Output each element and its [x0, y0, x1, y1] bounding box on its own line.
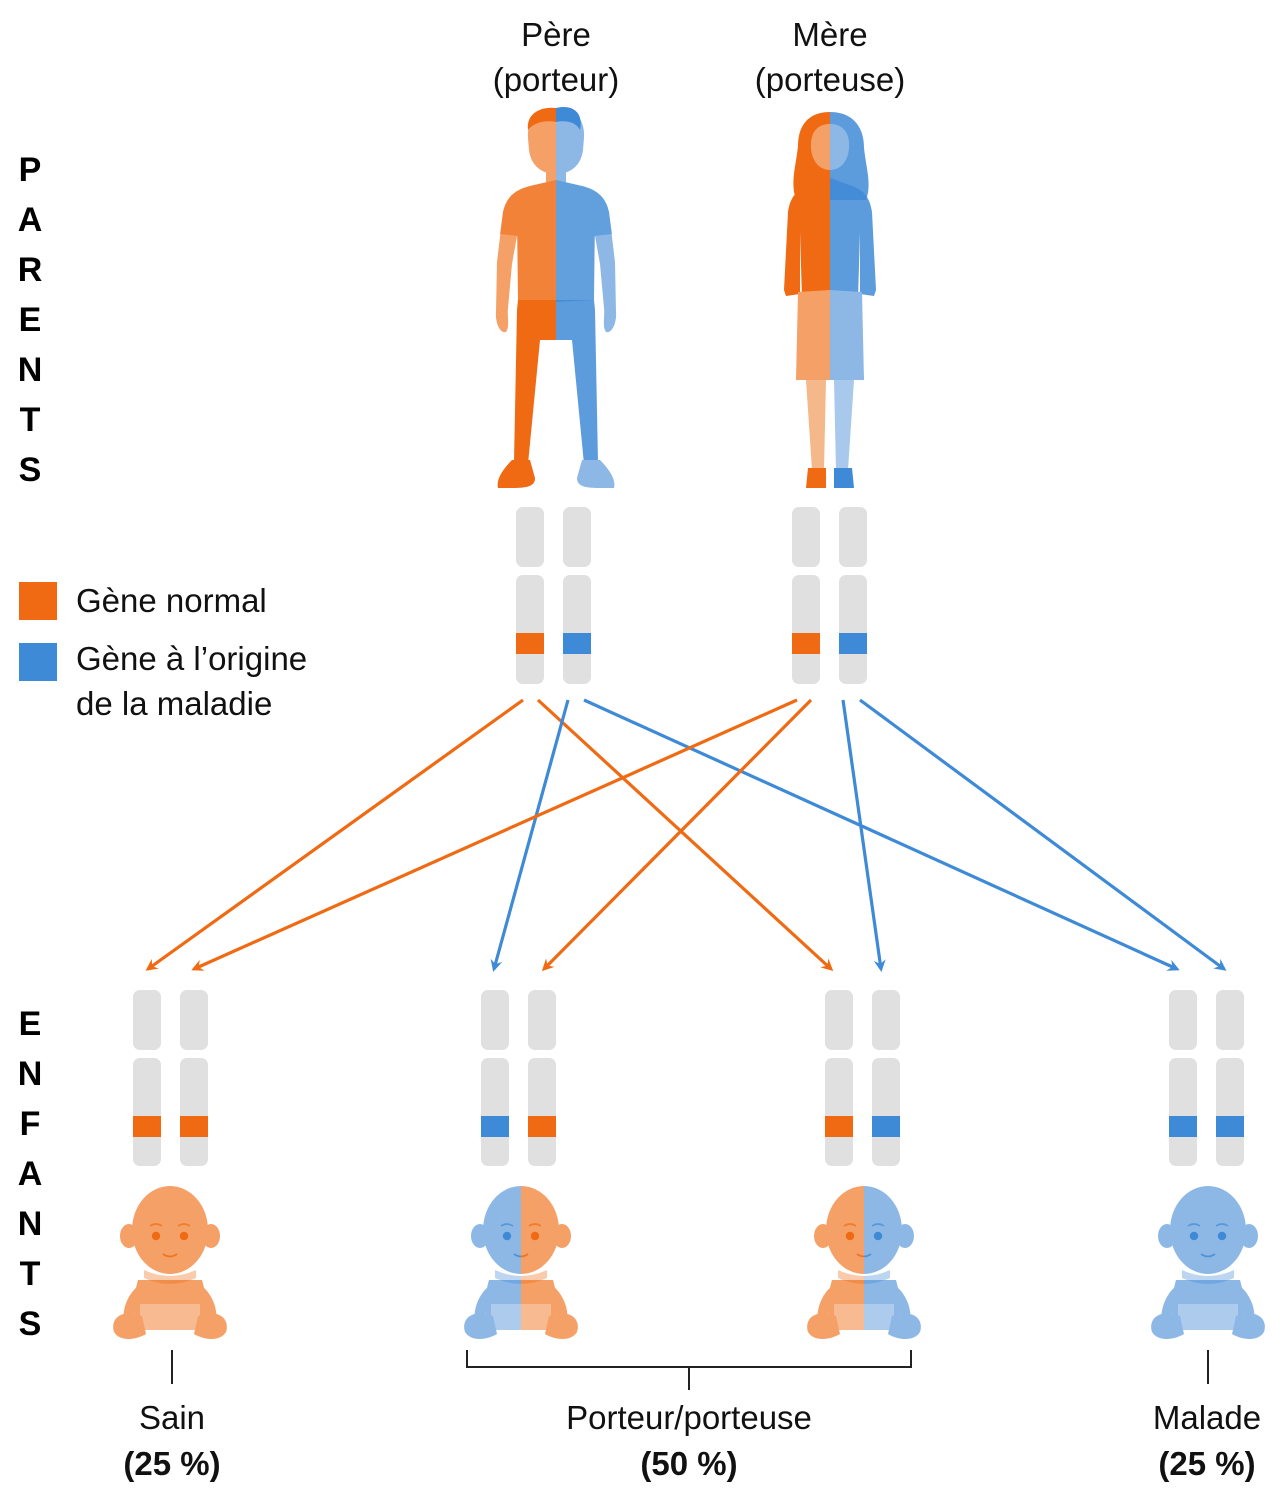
- legend-disease-swatch: [19, 643, 57, 681]
- parents-letter: A: [18, 201, 43, 239]
- carrier-bracket: [466, 1350, 912, 1390]
- baby-carrier-b-icon: [807, 1186, 921, 1339]
- parents-letter: T: [20, 401, 41, 439]
- sick-percent: (25 %): [1158, 1445, 1255, 1482]
- baby-healthy-icon: [113, 1186, 227, 1339]
- gene-disease-band: [872, 1116, 900, 1137]
- father-title-line2: (porteur): [493, 61, 620, 98]
- legend: Gène normal Gène à l’origine de la malad…: [19, 582, 307, 722]
- parents-letter: N: [18, 351, 43, 389]
- chromosome: [839, 507, 867, 684]
- parents-vertical-label: P A R E N T S: [18, 151, 43, 489]
- father-title-line1: Père: [521, 16, 591, 53]
- father-chromosomes: [516, 507, 591, 684]
- father-figure-icon: [495, 106, 617, 488]
- parents-letter: S: [19, 451, 42, 489]
- legend-disease-label-line1: Gène à l’origine: [76, 640, 307, 677]
- parents-letter: R: [18, 251, 43, 289]
- legend-normal-label: Gène normal: [76, 582, 267, 619]
- children-letter: A: [18, 1155, 43, 1193]
- arrow-mother-normal-to-carrier-a: [541, 698, 813, 972]
- child-carrier-b-chromosomes: [825, 990, 900, 1166]
- healthy-label: Sain: [139, 1399, 205, 1436]
- arrow-father-normal-to-healthy: [145, 698, 524, 971]
- children-letter: N: [18, 1055, 43, 1093]
- children-vertical-label: E N F A N T S: [18, 1005, 43, 1343]
- gene-normal-band: [528, 1116, 556, 1137]
- mother-figure-icon: [784, 112, 876, 488]
- arrow-father-disease-to-sick: [583, 698, 1180, 971]
- children-letter: N: [18, 1205, 43, 1243]
- gene-disease-band: [563, 633, 591, 654]
- children-letter: E: [19, 1005, 42, 1043]
- mother-title-line2: (porteuse): [755, 61, 905, 98]
- gene-disease-band: [481, 1116, 509, 1137]
- mother-chromosomes: [792, 507, 867, 684]
- carrier-label: Porteur/porteuse: [566, 1399, 812, 1436]
- inheritance-arrows: [145, 698, 1227, 972]
- baby-carrier-a-icon: [464, 1186, 578, 1339]
- chromosome: [792, 507, 820, 684]
- arrow-mother-disease-to-sick: [859, 698, 1227, 971]
- gene-disease-band: [839, 633, 867, 654]
- legend-disease-label-line2: de la maladie: [76, 685, 272, 722]
- sick-label: Malade: [1153, 1399, 1261, 1436]
- children-letter: T: [20, 1255, 41, 1293]
- arrow-mother-normal-to-healthy: [191, 698, 798, 971]
- gene-normal-band: [180, 1116, 208, 1137]
- gene-normal-band: [792, 633, 820, 654]
- child-sick-chromosomes: [1169, 990, 1244, 1166]
- gene-disease-band: [1216, 1116, 1244, 1137]
- gene-normal-band: [133, 1116, 161, 1137]
- chromosome: [563, 507, 591, 684]
- parents-letter: E: [19, 301, 42, 339]
- gene-normal-band: [516, 633, 544, 654]
- child-carrier-a-chromosomes: [481, 990, 556, 1166]
- child-healthy-chromosomes: [133, 990, 208, 1166]
- parents-letter: P: [19, 151, 42, 189]
- arrow-father-disease-to-carrier-a: [490, 699, 570, 972]
- baby-sick-icon: [1151, 1186, 1265, 1339]
- arrow-father-normal-to-carrier-b: [536, 698, 834, 972]
- children-letter: F: [20, 1105, 41, 1143]
- children-letter: S: [19, 1305, 42, 1343]
- gene-disease-band: [1169, 1116, 1197, 1137]
- healthy-percent: (25 %): [123, 1445, 220, 1482]
- chromosome: [516, 507, 544, 684]
- legend-normal-swatch: [19, 582, 57, 620]
- gene-normal-band: [825, 1116, 853, 1137]
- arrow-mother-disease-to-carrier-b: [841, 699, 886, 972]
- carrier-percent: (50 %): [640, 1445, 737, 1482]
- mother-title-line1: Mère: [792, 16, 867, 53]
